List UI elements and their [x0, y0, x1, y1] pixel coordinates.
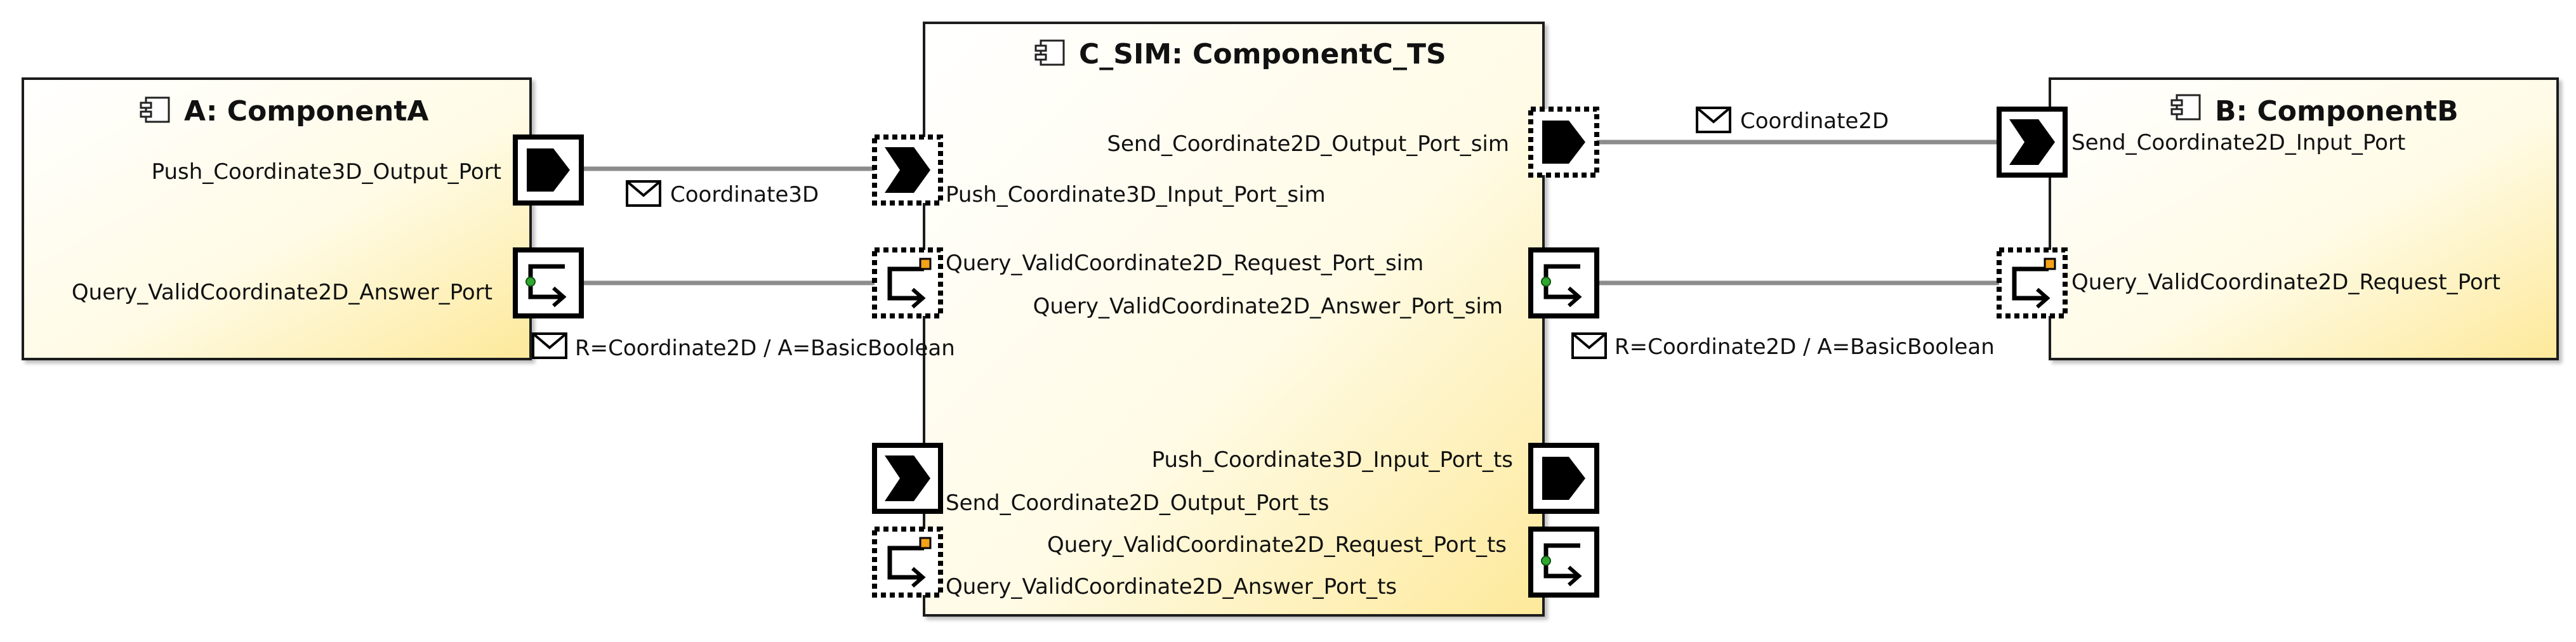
component-a-title: A: ComponentA	[184, 95, 428, 128]
component-b[interactable]: B: ComponentB	[2049, 77, 2559, 360]
port-query-request-ts[interactable]	[1528, 527, 1599, 598]
connection-label-coordinate3d: Coordinate3D	[626, 180, 819, 207]
port-label-c-push-in-sim: Push_Coordinate3D_Input_Port_sim	[946, 182, 1326, 207]
connection-text-coordinate2d: Coordinate2D	[1740, 108, 1889, 134]
connection-text-query-left: R=Coordinate2D / A=BasicBoolean	[575, 336, 955, 361]
component-c-sim[interactable]: C_SIM: ComponentC_TS	[923, 22, 1545, 617]
component-b-title: B: ComponentB	[2215, 95, 2459, 128]
envelope-icon	[626, 180, 661, 207]
connection-label-coordinate2d: Coordinate2D	[1696, 107, 1889, 134]
port-query-answer-sim[interactable]	[1528, 247, 1599, 318]
port-label-c-send-out-sim: Send_Coordinate2D_Output_Port_sim	[1107, 131, 1509, 157]
port-send-output-sim[interactable]	[1528, 107, 1599, 178]
port-push-input-ts[interactable]	[1528, 443, 1599, 514]
component-c-title: C_SIM: ComponentC_TS	[1079, 38, 1446, 70]
port-query-request-sim[interactable]	[872, 247, 943, 318]
port-query-request-b[interactable]	[1997, 247, 2068, 318]
port-label-b-query-request: Query_ValidCoordinate2D_Request_Port	[2071, 270, 2500, 295]
connection-text-coordinate3d: Coordinate3D	[670, 182, 819, 207]
port-push-output-a[interactable]	[513, 134, 584, 206]
connection-text-query-right: R=Coordinate2D / A=BasicBoolean	[1615, 334, 1995, 360]
connection-label-query-right: R=Coordinate2D / A=BasicBoolean	[1571, 332, 1995, 360]
port-label-c-query-answer-ts: Query_ValidCoordinate2D_Answer_Port_ts	[946, 574, 1397, 599]
port-label-c-send-out-ts: Send_Coordinate2D_Output_Port_ts	[946, 490, 1329, 516]
envelope-icon	[1696, 107, 1731, 133]
port-label-a-push-out: Push_Coordinate3D_Output_Port	[152, 159, 501, 185]
port-label-c-push-in-ts: Push_Coordinate3D_Input_Port_ts	[1152, 447, 1513, 473]
port-label-c-query-answer-sim: Query_ValidCoordinate2D_Answer_Port_sim	[1033, 294, 1503, 319]
component-a[interactable]: A: ComponentA	[22, 77, 532, 360]
port-send-output-ts[interactable]	[872, 443, 943, 514]
port-label-c-query-request-ts: Query_ValidCoordinate2D_Request_Port_ts	[1047, 532, 1507, 558]
port-send-input-b[interactable]	[1997, 107, 2068, 178]
component-icon	[2170, 94, 2201, 121]
envelope-icon	[1571, 332, 1607, 359]
connection-label-query-left: R=Coordinate2D / A=BasicBoolean	[532, 332, 955, 361]
port-query-answer-a[interactable]	[513, 247, 584, 318]
port-label-c-query-request-sim: Query_ValidCoordinate2D_Request_Port_sim	[946, 251, 1423, 276]
component-icon	[1034, 39, 1065, 66]
port-query-answer-ts[interactable]	[872, 527, 943, 598]
envelope-icon	[532, 332, 567, 359]
component-icon	[140, 96, 170, 123]
port-label-a-query-answer: Query_ValidCoordinate2D_Answer_Port	[72, 280, 492, 305]
port-label-b-send-in: Send_Coordinate2D_Input_Port	[2071, 130, 2405, 155]
port-push-input-sim[interactable]	[872, 134, 943, 206]
